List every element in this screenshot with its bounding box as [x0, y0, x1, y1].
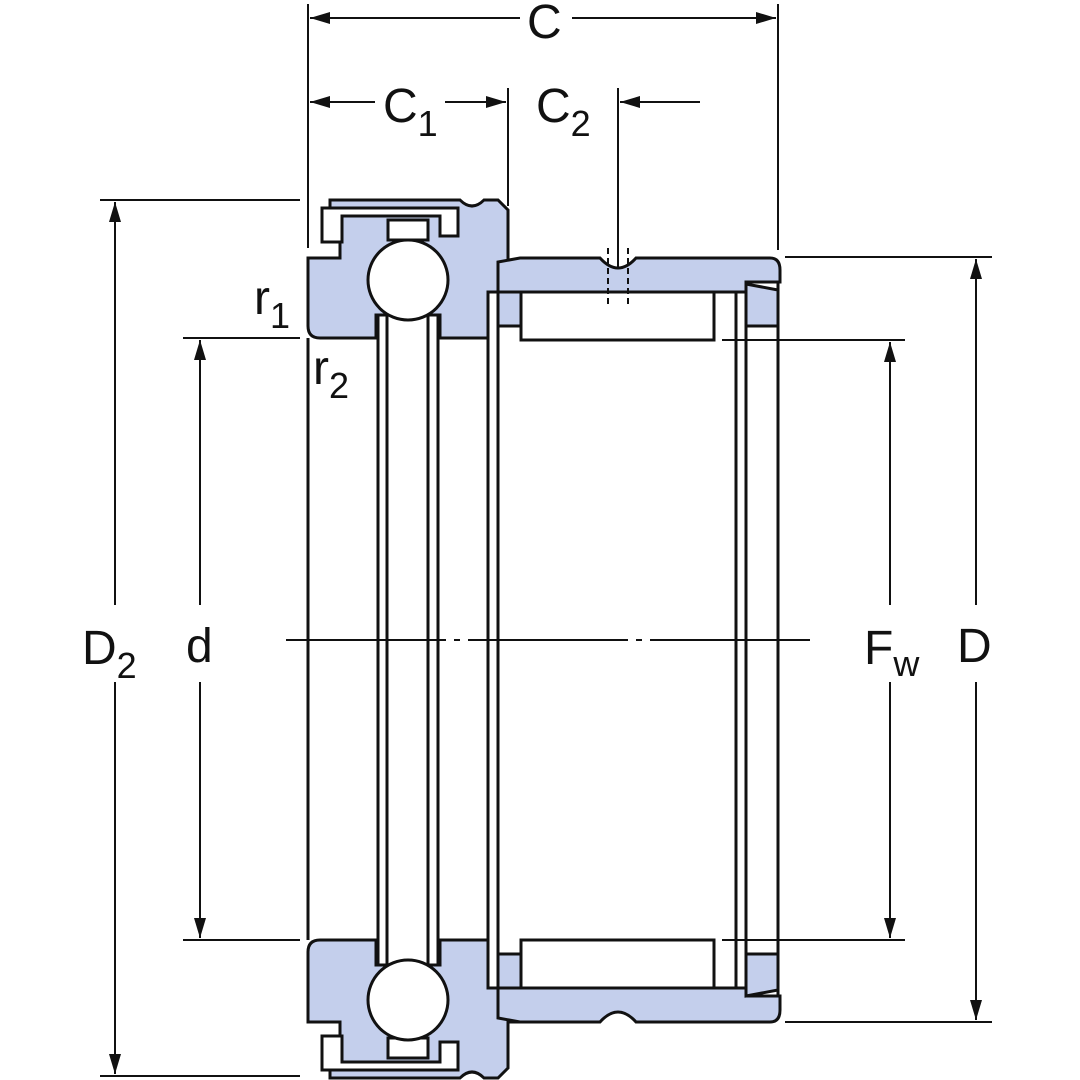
- top-outer-ring-lip: [744, 282, 780, 328]
- label-d: d: [186, 620, 213, 673]
- label-r1: r1: [254, 272, 290, 336]
- bottom-cage: [320, 1034, 460, 1072]
- top-ball: [366, 238, 450, 322]
- bottom-needle-roller: [519, 938, 716, 990]
- label-C1: C1: [383, 80, 438, 144]
- top-outer-ring-shoulder: [496, 290, 524, 328]
- dimension-arrows: [109, 12, 982, 1074]
- label-D2: D2: [82, 622, 137, 686]
- top-cage: [320, 206, 460, 244]
- bottom-outer-ring-shoulder: [496, 952, 524, 990]
- top-outer-ring: [496, 256, 782, 294]
- bottom-section: [306, 938, 782, 1080]
- top-cage-left-pocket: [386, 218, 430, 242]
- bottom-outer-ring-lip: [744, 952, 780, 998]
- bottom-outer-ring: [496, 986, 782, 1024]
- label-C: C: [527, 0, 562, 49]
- top-needle-roller: [519, 290, 716, 342]
- label-D: D: [957, 620, 992, 673]
- top-section: [306, 198, 782, 342]
- label-C2: C2: [536, 80, 591, 144]
- bore-lines: [306, 262, 780, 1018]
- label-r2: r2: [313, 342, 349, 406]
- extension-lines: [100, 4, 992, 1077]
- label-Fw: Fw: [864, 622, 920, 684]
- bottom-ball: [366, 958, 450, 1042]
